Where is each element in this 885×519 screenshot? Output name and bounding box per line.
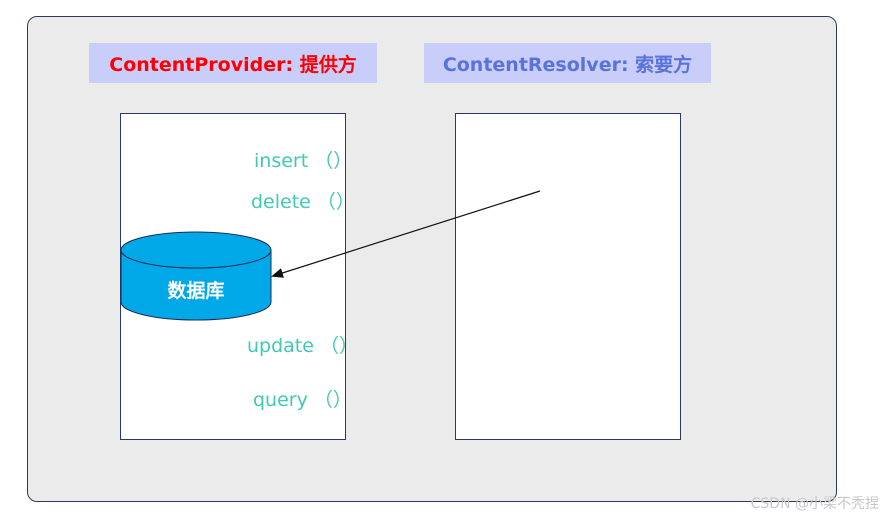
resolver-panel (455, 113, 681, 440)
database-body (120, 249, 272, 321)
resolver-title: ContentResolver: 索要方 (424, 43, 711, 83)
watermark: CSDN @小梁不秃捏 (750, 496, 879, 512)
database-icon (120, 231, 272, 321)
provider-title: ContentProvider: 提供方 (89, 43, 377, 83)
query-method-label: query （） (253, 389, 352, 411)
database-top (120, 231, 272, 269)
insert-method-label: insert （） (254, 150, 353, 172)
update-method-label: update （） (247, 335, 358, 357)
delete-method-label: delete （） (251, 191, 355, 213)
database-label: 数据库 (167, 280, 225, 302)
